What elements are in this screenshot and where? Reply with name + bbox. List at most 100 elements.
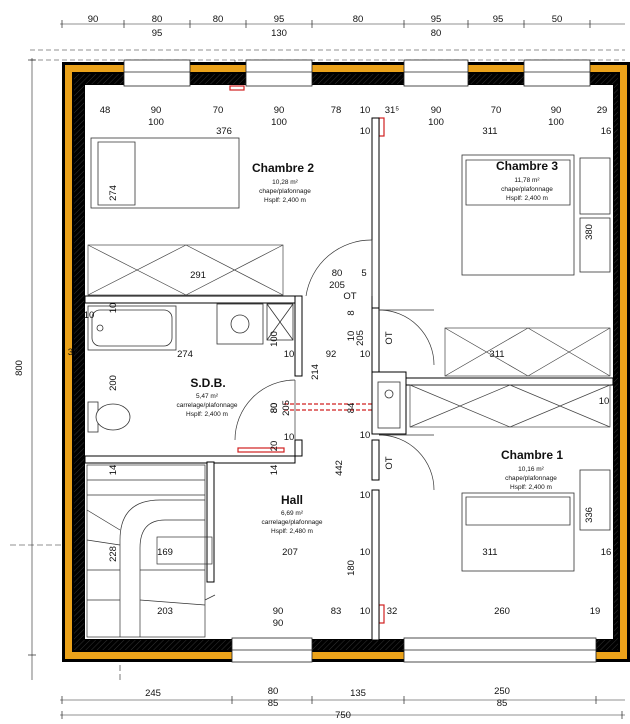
dim-label: 85 (268, 698, 279, 709)
dim-label: 10 (360, 126, 371, 137)
wardrobes (87, 244, 611, 428)
room-finish: chape/plafonnage (259, 188, 311, 195)
dim-label: 260 (494, 606, 510, 617)
dim-label: 83 (331, 606, 342, 617)
dim-label: 200 (108, 375, 119, 391)
dim-label: 291 (190, 270, 206, 281)
red-markers (229, 85, 390, 624)
room-area: 11,78 m² (514, 177, 540, 184)
dim-label: 29 (597, 105, 608, 116)
room-height: Hsplf: 2,400 m (510, 484, 552, 491)
dim-label: 100 (548, 117, 564, 128)
room-area: 6,69 m² (281, 510, 304, 517)
dim-label: 95 (493, 14, 504, 25)
dim-label: 80 (269, 403, 280, 414)
dim-label: 80 (152, 14, 163, 25)
dim-label: 80 (431, 28, 442, 39)
dim-label: 90 (551, 105, 562, 116)
dim-label: 442 (334, 460, 345, 476)
dim-label: 214 (310, 364, 321, 380)
dim-label: 130 (271, 28, 287, 39)
dims-bottom: 245 80 85 135 250 85 750 (145, 686, 510, 721)
dim-label: 100 (269, 331, 280, 347)
dim-label: 90 (274, 105, 285, 116)
room-finish: carrelage/plafonnage (176, 402, 237, 409)
dim-label: 14 (108, 465, 119, 476)
room-area: 10,16 m² (518, 466, 544, 473)
dim-label: 19 (590, 606, 601, 617)
dim-label: 169 (157, 547, 173, 558)
dim-label: 31⁵ (385, 105, 400, 116)
ot-markers: OT OT OT (343, 291, 395, 470)
dim-label: 10 (599, 396, 610, 407)
dim-label: 95 (274, 14, 285, 25)
dim-label: 311 (482, 126, 497, 137)
dim-label: 10 (360, 430, 371, 441)
dims-vertical: 800 274 380 10 100 37 200 214 80 205 8 2… (14, 185, 595, 576)
dim-label: 10 (284, 432, 295, 443)
windows (123, 59, 597, 663)
dim-label: 205 (329, 280, 345, 291)
bathroom-fixtures (87, 303, 401, 433)
dim-label: 8 (346, 310, 357, 315)
dims-middle: 291 80 205 5 274 10 92 10 311 207 10 311… (157, 268, 611, 629)
dim-label: 205 (281, 400, 292, 416)
dim-label: 10 (360, 490, 371, 501)
dim-label: 92 (326, 349, 337, 360)
dimension-ticks (28, 20, 623, 719)
dim-label: 70 (491, 105, 502, 116)
dim-label: 135 (350, 688, 366, 699)
room-sdb: S.D.B. 5,47 m² carrelage/plafonnage Hspl… (176, 376, 237, 418)
room-name: S.D.B. (190, 376, 225, 390)
room-name: Chambre 1 (501, 448, 563, 462)
room-name: Chambre 3 (496, 159, 558, 173)
room-chambre3: Chambre 3 11,78 m² chape/plafonnage Hspl… (496, 159, 558, 202)
dim-label: 180 (346, 560, 357, 576)
dim-label: 80 (213, 14, 224, 25)
dim-label: 250 (494, 686, 510, 697)
dim-label: 95 (152, 28, 163, 39)
dims-top-inner: 48 90 100 70 90 100 78 10 31⁵ 90 100 70 … (100, 105, 612, 137)
ot-label: OT (384, 456, 395, 469)
dim-label: 95 (431, 14, 442, 25)
dims-top-outer: 90 80 95 80 95 130 80 95 80 95 50 (88, 14, 563, 39)
room-finish: carrelage/plafonnage (261, 519, 322, 526)
dim-label: 16 (601, 547, 612, 558)
dim-label: 78 (331, 105, 342, 116)
dim-label: 80 (353, 14, 364, 25)
room-name: Chambre 2 (252, 161, 314, 175)
dim-label: 10 (108, 303, 119, 314)
dim-label: 50 (552, 14, 563, 25)
dim-label: 5 (361, 268, 366, 279)
room-area: 10,28 m² (272, 179, 298, 186)
dim-label: 70 (213, 105, 224, 116)
dim-label: 90 (431, 105, 442, 116)
dim-label: 84 (346, 403, 357, 414)
dim-label: 800 (14, 360, 25, 376)
ot-label: OT (343, 291, 356, 302)
dim-label: 274 (177, 349, 193, 360)
dims-misc: 10 10 10 10 10 10 10 (84, 126, 610, 501)
room-height: Hsplf: 2,400 m (186, 411, 228, 418)
dim-label: 203 (157, 606, 173, 617)
dim-label: 10 (360, 547, 371, 558)
room-name: Hall (281, 493, 303, 507)
beds (90, 137, 611, 572)
dim-label: 228 (108, 546, 119, 562)
dim-label: 48 (100, 105, 111, 116)
ot-label: OT (384, 331, 395, 344)
dim-label: 750 (335, 710, 351, 721)
dim-label: 10 (346, 331, 357, 342)
dim-label: 14 (269, 465, 280, 476)
dim-label: 336 (584, 507, 595, 523)
room-height: Hsplf: 2,400 m (506, 195, 548, 202)
dim-label: 32 (387, 606, 398, 617)
room-area: 5,47 m² (196, 393, 219, 400)
room-finish: chape/plafonnage (501, 186, 553, 193)
dim-label: 90 (273, 606, 284, 617)
room-chambre2: Chambre 2 10,28 m² chape/plafonnage Hspl… (252, 161, 314, 204)
dim-label: 245 (145, 688, 161, 699)
dim-label: 10 (284, 349, 295, 360)
dim-label: 274 (108, 185, 119, 201)
